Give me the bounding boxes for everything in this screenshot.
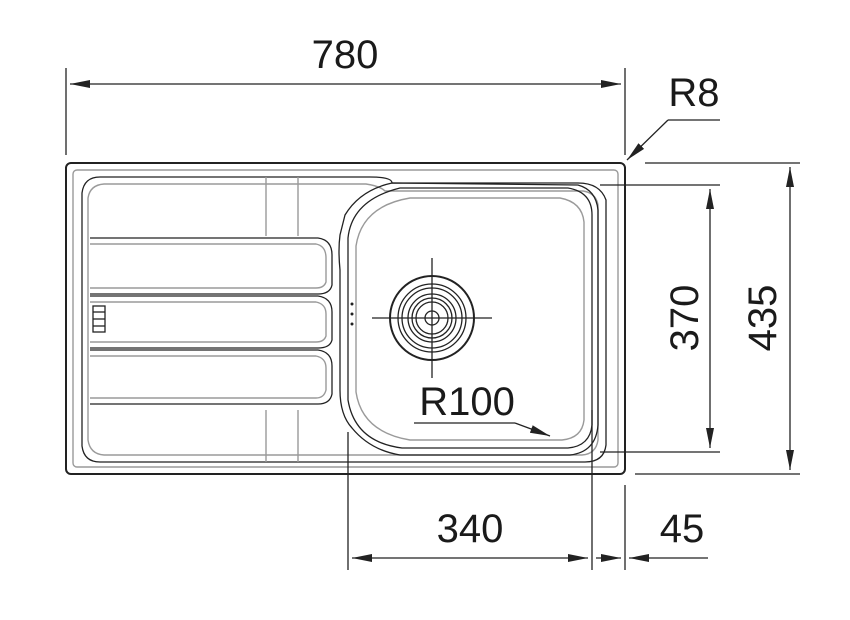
corner-radius-label: R8 [668, 71, 719, 115]
dimension-bowl-radius: R100 [414, 380, 551, 437]
bowl-height-label: 370 [663, 285, 707, 352]
dimension-bowl-height: 370 [600, 184, 720, 453]
drainer-board [81, 176, 607, 463]
overall-width-label: 780 [312, 33, 379, 77]
dimension-corner-radius: R8 [626, 71, 720, 161]
drain-strainer [372, 258, 492, 378]
dimension-overall-depth: 435 [635, 162, 800, 475]
dimension-bowl-offset: 45 [596, 485, 708, 570]
sink-outline [65, 162, 626, 475]
bowl-width-label: 340 [437, 507, 504, 551]
overall-depth-label: 435 [741, 285, 785, 352]
sink-bowl [338, 182, 599, 456]
bowl-offset-label: 45 [660, 507, 705, 551]
bowl-radius-label: R100 [419, 380, 515, 424]
dimension-bowl-width: 340 [347, 410, 593, 570]
dimension-overall-width: 780 [65, 33, 626, 155]
